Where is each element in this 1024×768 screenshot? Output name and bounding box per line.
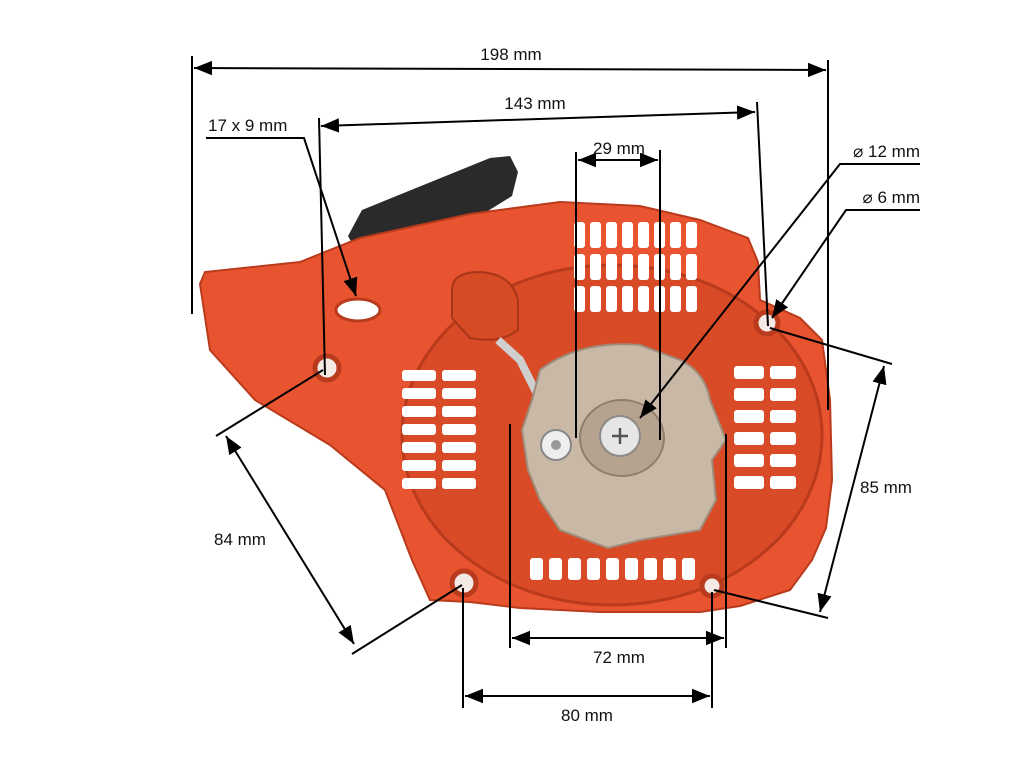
- vent-slot: [682, 558, 695, 580]
- vent-slot: [442, 442, 476, 453]
- vent-slot: [568, 558, 581, 580]
- vent-slot: [402, 478, 436, 489]
- vent-slot: [622, 222, 633, 248]
- vent-slot: [770, 366, 796, 379]
- vent-slot: [770, 410, 796, 423]
- vent-slot: [622, 286, 633, 312]
- vent-slot: [638, 286, 649, 312]
- vent-slot: [686, 286, 697, 312]
- vent-slot: [402, 442, 436, 453]
- dim-line-143: [320, 105, 756, 133]
- vent-slot: [734, 476, 764, 489]
- left-mount-hole: [312, 353, 342, 383]
- vent-slot: [590, 286, 601, 312]
- label-80mm: 80 mm: [561, 706, 613, 725]
- label-72mm: 72 mm: [593, 648, 645, 667]
- label-198mm: 198 mm: [480, 45, 541, 64]
- dim-line-84: [225, 435, 355, 645]
- label-6mm: ⌀ 6 mm: [863, 188, 920, 207]
- vent-slot: [442, 478, 476, 489]
- vent-slot: [402, 370, 436, 381]
- leader-6mm: [771, 209, 920, 319]
- vent-slot: [442, 406, 476, 417]
- starter-housing: [198, 156, 834, 613]
- vent-slot: [670, 254, 681, 280]
- dimension-labels: 198 mm 143 mm 17 x 9 mm 29 mm ⌀ 12 mm ⌀ …: [208, 40, 920, 725]
- vent-slot: [590, 222, 601, 248]
- vent-slot: [606, 558, 619, 580]
- pulley: [520, 343, 728, 550]
- vent-slot: [734, 410, 764, 423]
- vent-slot: [638, 254, 649, 280]
- vent-slot: [442, 424, 476, 435]
- vent-slot: [734, 388, 764, 401]
- vent-slot: [686, 222, 697, 248]
- vent-slot: [644, 558, 657, 580]
- vent-slot: [734, 432, 764, 445]
- leader-17x9: [206, 137, 358, 297]
- vent-slot: [402, 460, 436, 471]
- label-143mm: 143 mm: [504, 94, 565, 113]
- vent-slot: [606, 222, 617, 248]
- vent-slot: [587, 558, 600, 580]
- vent-slot: [590, 254, 601, 280]
- vent-slot: [530, 558, 543, 580]
- vent-slot: [770, 432, 796, 445]
- dim-line-198: [193, 60, 827, 78]
- vent-slot: [734, 366, 764, 379]
- vent-slot: [770, 454, 796, 467]
- vent-slot: [622, 254, 633, 280]
- vent-slots: [402, 222, 796, 580]
- vent-slot: [625, 558, 638, 580]
- dimension-lines: [191, 56, 920, 708]
- vent-slot: [606, 254, 617, 280]
- vent-slot: [670, 222, 681, 248]
- vent-slot: [442, 388, 476, 399]
- vent-slot: [442, 370, 476, 381]
- vent-slot: [402, 424, 436, 435]
- vent-slot: [638, 222, 649, 248]
- leader-12mm: [639, 163, 920, 419]
- vent-slot: [606, 286, 617, 312]
- label-17x9mm: 17 x 9 mm: [208, 116, 287, 135]
- dim-line-85: [817, 365, 887, 613]
- vent-slot: [663, 558, 676, 580]
- vent-slot: [402, 388, 436, 399]
- label-84mm: 84 mm: [214, 530, 266, 549]
- label-12mm: ⌀ 12 mm: [853, 142, 920, 161]
- vent-slot: [770, 388, 796, 401]
- vent-slot: [549, 558, 562, 580]
- vent-slot: [686, 254, 697, 280]
- vent-slot: [442, 460, 476, 471]
- vent-slot: [770, 476, 796, 489]
- vent-slot: [734, 454, 764, 467]
- label-29mm: 29 mm: [593, 139, 645, 158]
- vent-slot: [670, 286, 681, 312]
- label-85mm: 85 mm: [860, 478, 912, 497]
- slot-hole: [334, 297, 382, 323]
- vent-slot: [402, 406, 436, 417]
